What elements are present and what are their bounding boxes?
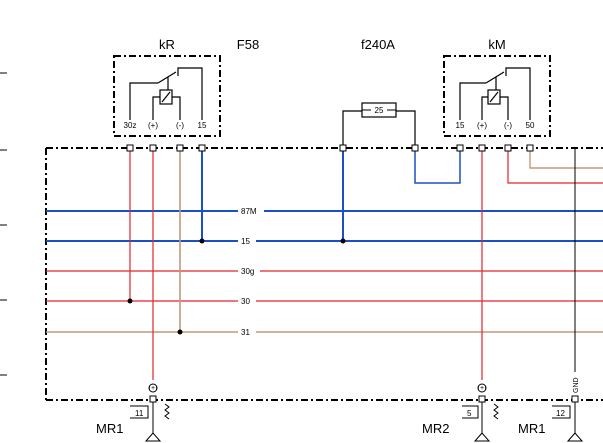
connector-mr2-pin5: (+) 5 MR2 [422,383,499,442]
fuse-label: f240A [361,37,395,52]
bus-15-label: 15 [241,237,250,246]
connector-mr2-pin: 5 [467,409,472,418]
bus-30-label: 30 [241,297,250,306]
margin-ticks [0,72,7,376]
relay-km-label: kM [488,37,505,52]
bus-87m-label: 87M [241,207,257,216]
connector-mr1-right-pin: 12 [556,409,565,418]
relay-kr: kR 30z (+) (-) 15 [113,37,221,137]
connector-mr1-polarity: (+) [149,385,158,392]
wire-fuse-km15 [414,148,461,184]
junction-dots [127,238,346,335]
connector-gnd-label: GND [573,377,580,393]
wire-km-50 [529,148,603,169]
relay-km-pin-minus: (-) [504,121,512,130]
connector-mr1-pin12: GND 12 MR1 [518,377,584,442]
relay-kr-pin-30z: 30z [124,121,137,130]
bus-30g-label: 30g [241,267,254,276]
relay-km-pin-50: 50 [526,121,535,130]
relay-km-pin-plus: (+) [477,121,487,130]
relay-km-boundary [443,55,551,137]
fuse-rating: 25 [375,106,384,115]
relay-kr-label: kR [159,37,175,52]
connector-mr2-name: MR2 [422,421,449,436]
spring-contact-icon [164,403,170,420]
connector-mr1-right-name: MR1 [518,421,545,436]
relay-kr-switch-icon [129,67,203,120]
connector-mr1-pin: 11 [135,409,144,418]
connector-mr2-polarity: (+) [478,385,487,392]
fuse-block-label: F58 [237,37,259,52]
wire-km-minus [507,148,603,184]
relay-kr-boundary [113,55,221,137]
relay-kr-pin-plus: (+) [148,121,158,130]
ground-triangle-icon [144,432,162,442]
relay-km-pin-15: 15 [456,121,465,130]
connector-mr1-name: MR1 [96,421,123,436]
pin-terminals [126,144,534,152]
connector-mr1-pin11: (+) 11 MR1 [96,383,170,442]
relay-kr-pin-15: 15 [198,121,207,130]
relay-km-switch-icon [459,67,531,120]
bus-labels: 87M 15 30g 30 31 [238,205,264,337]
relay-kr-pin-minus: (-) [176,121,184,130]
bus-31-label: 31 [241,328,250,337]
spring-contact-icon [493,403,499,420]
fuse-f240a: f240A 25 [342,37,416,148]
ground-triangle-icon [566,432,584,442]
bus-lines [46,210,603,333]
control-unit-boundary [45,147,603,401]
relay-km: kM 15 (+) (-) 50 [443,37,551,137]
ground-triangle-icon [473,432,491,442]
